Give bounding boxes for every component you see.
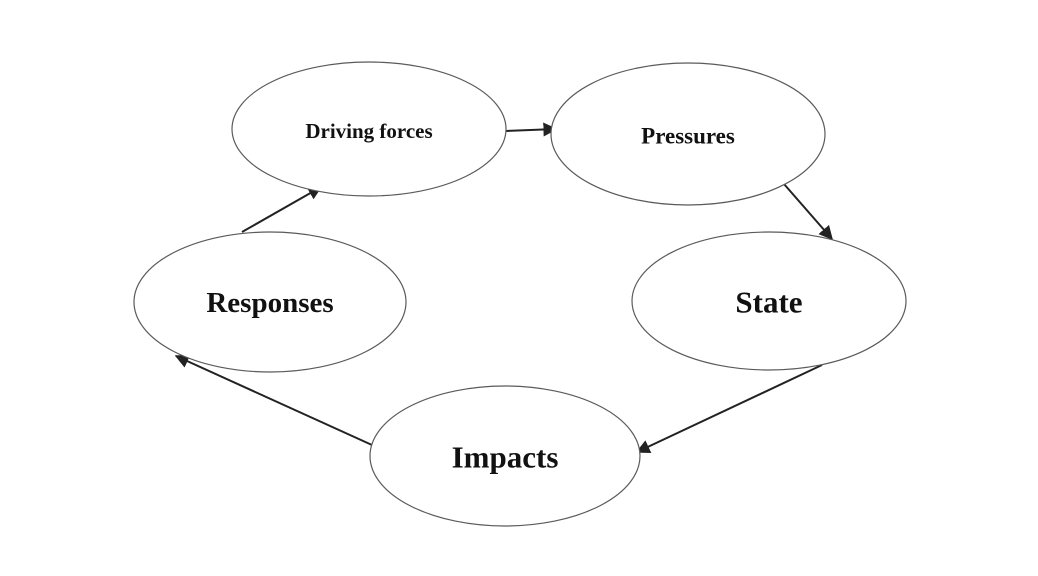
arrow-driving-forces-to-pressures	[505, 122, 558, 137]
node-driving-forces: Driving forces	[231, 61, 507, 197]
node-state: State	[631, 231, 907, 371]
arrow-responses-to-driving-forces	[241, 186, 323, 233]
node-pressures-ellipse	[550, 62, 826, 206]
arrow-state-to-impacts	[635, 364, 823, 453]
node-driving-forces-ellipse	[231, 61, 507, 197]
node-impacts-ellipse	[369, 385, 641, 527]
node-driving-forces-label: Driving forces	[305, 119, 432, 143]
node-pressures: Pressures	[550, 62, 826, 206]
node-responses-ellipse	[133, 231, 407, 373]
node-responses: Responses	[133, 231, 407, 373]
arrow-pressures-to-state	[783, 183, 833, 241]
node-pressures-label: Pressures	[641, 124, 735, 149]
node-state-ellipse	[631, 231, 907, 371]
arrow-impacts-to-responses	[174, 354, 373, 446]
node-impacts: Impacts	[369, 385, 641, 527]
node-impacts-label: Impacts	[452, 440, 559, 475]
node-state-label: State	[735, 285, 802, 320]
node-responses-label: Responses	[206, 287, 333, 319]
